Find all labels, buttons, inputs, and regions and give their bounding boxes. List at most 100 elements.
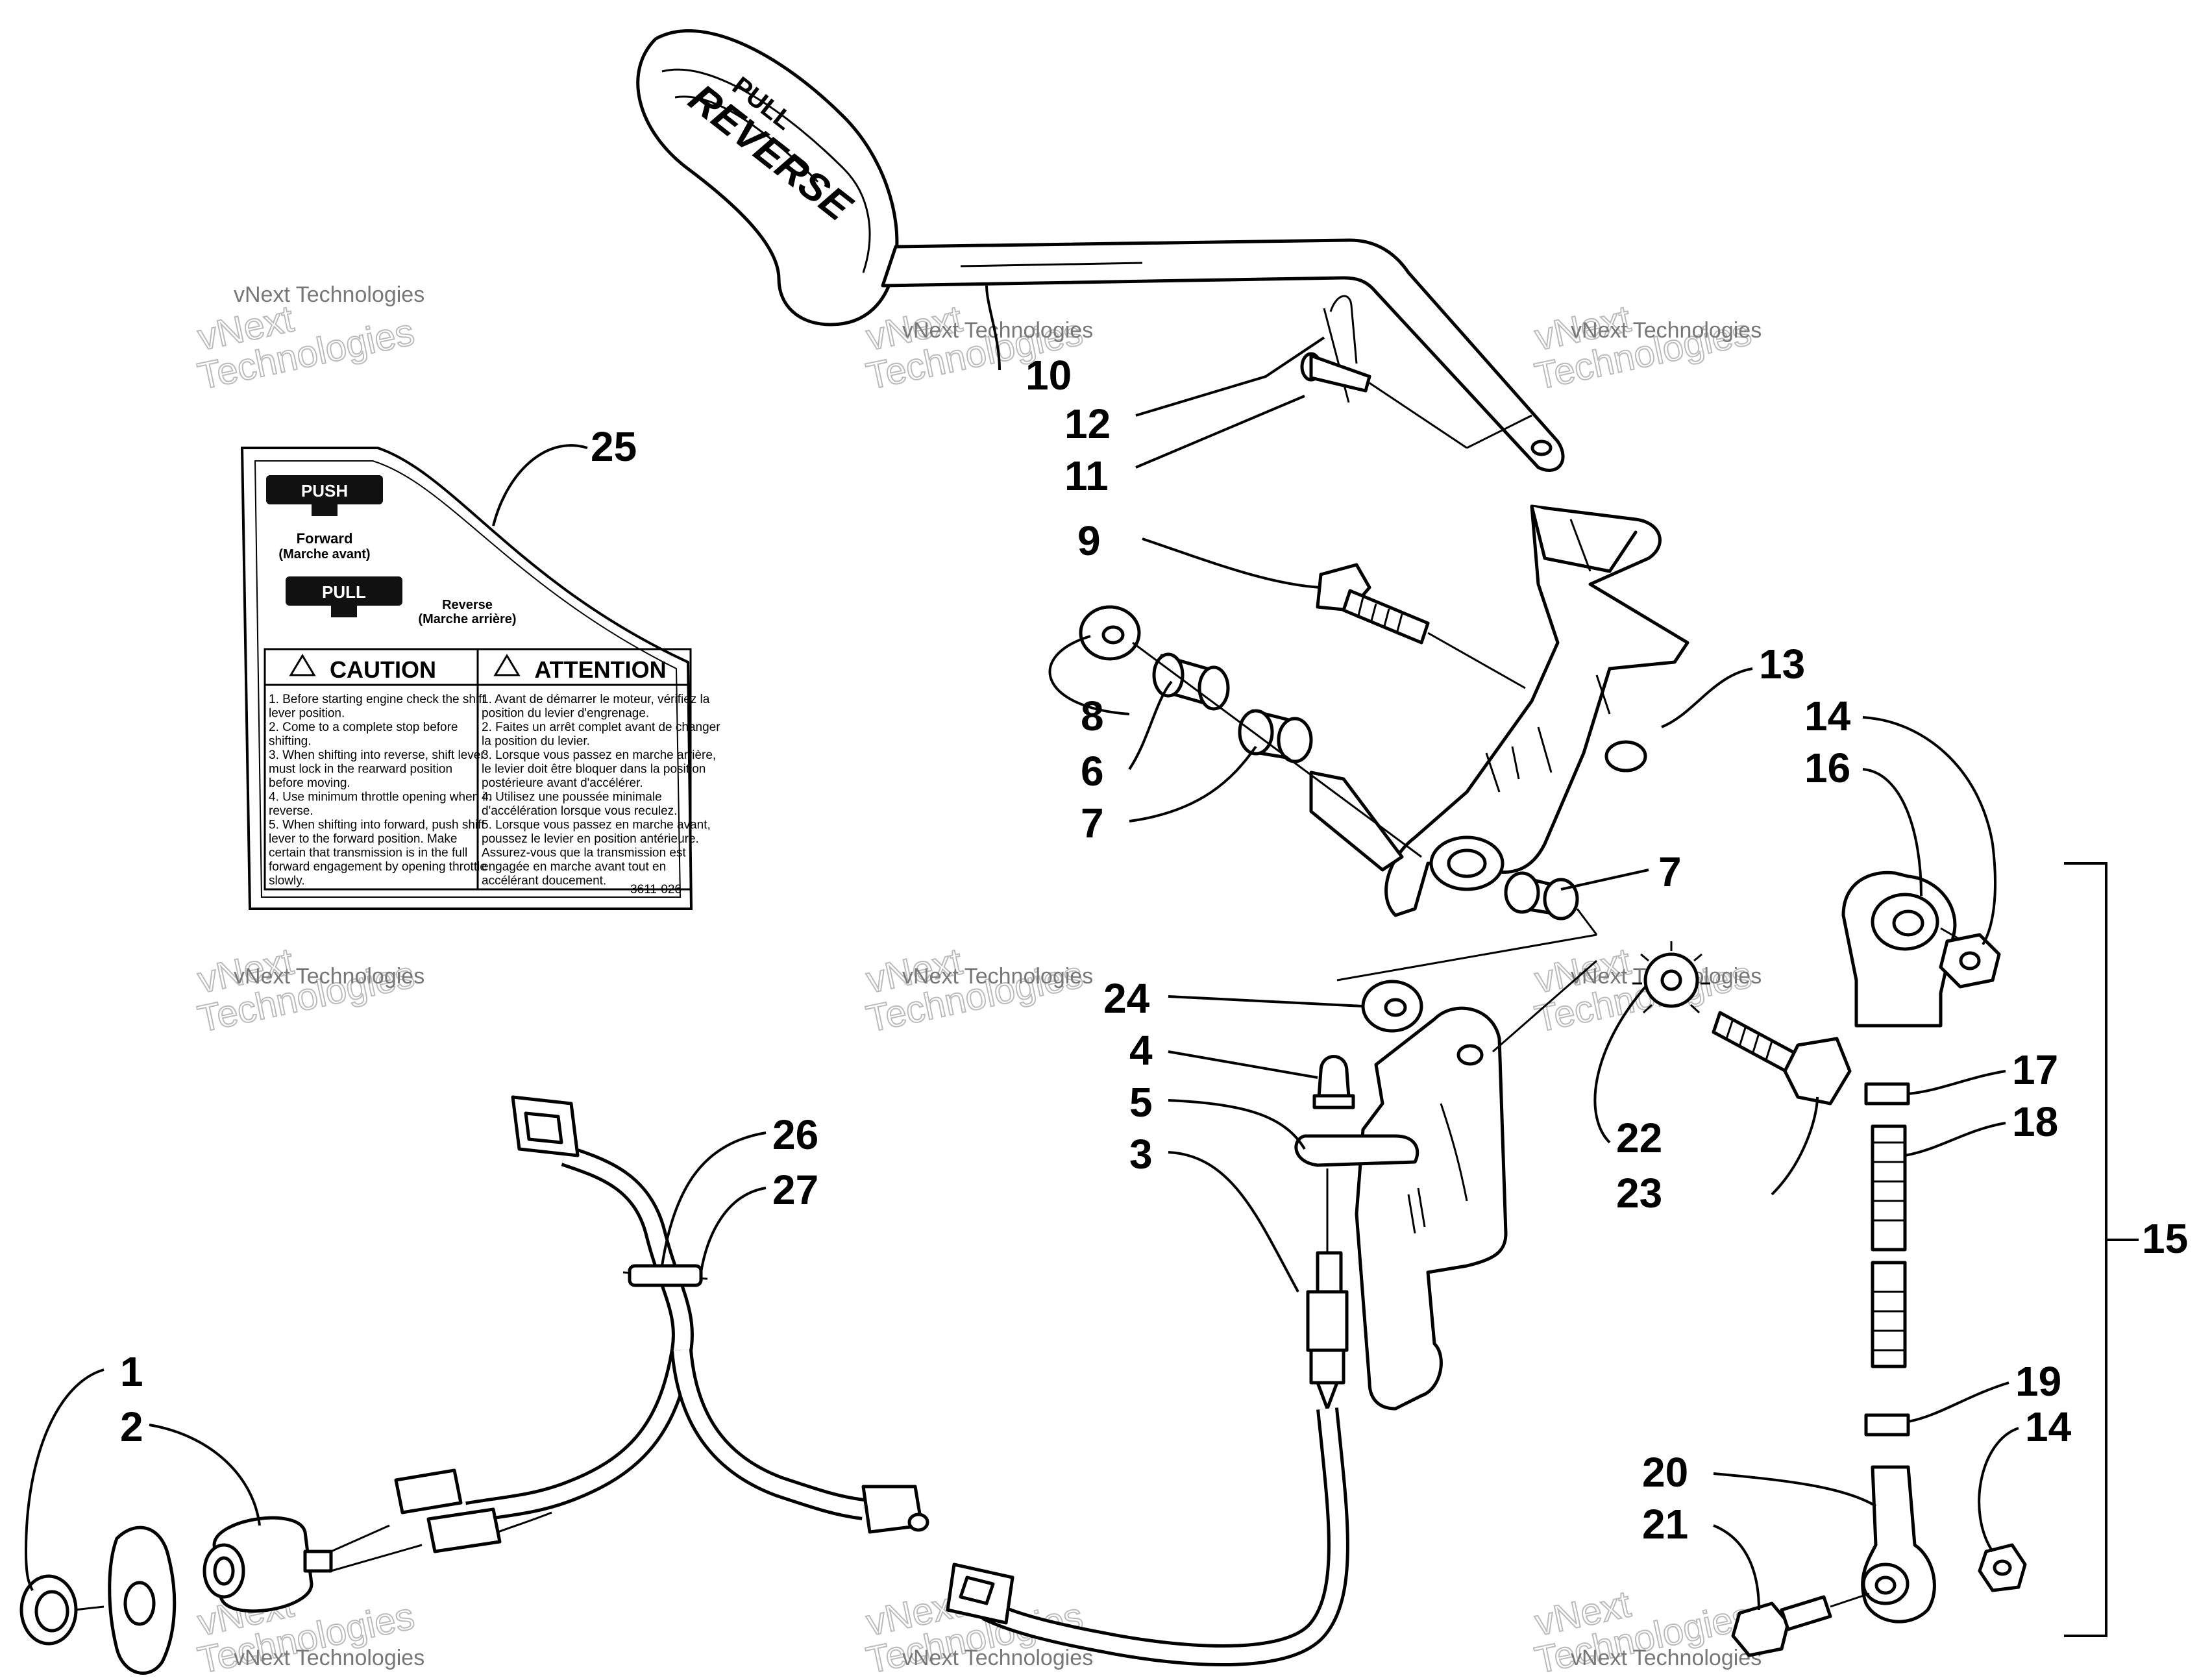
attention-title: ATTENTION — [534, 656, 666, 683]
callout-4: 4 — [1129, 1027, 1153, 1074]
decal-line: engagée en marche avant tout en — [482, 860, 666, 874]
decal-line: before moving. — [269, 776, 350, 790]
callout-11: 11 — [1064, 452, 1109, 499]
decal-line: la position du levier. — [482, 735, 590, 748]
shift-arm-bracket — [1309, 504, 1689, 917]
clevis-pin — [1300, 352, 1532, 449]
watermark-top-right: vNext Technologies vNext Technologies — [1530, 297, 1762, 398]
star-washer-22 — [1632, 941, 1710, 1014]
callout-12: 12 — [1064, 401, 1111, 447]
decal-line: le levier doit être bloquer dans la posi… — [482, 763, 706, 776]
washer-8 — [1079, 605, 1141, 661]
decal-line: 2. Faites un arrêt complet avant de chan… — [482, 721, 720, 734]
callout-16: 16 — [1804, 745, 1850, 791]
push-label: PUSH — [301, 481, 348, 500]
decal-line: 4. Use minimum throttle opening when in — [269, 791, 492, 804]
callout-23: 23 — [1616, 1170, 1662, 1217]
decal-line: lever to the forward position. Make — [269, 832, 457, 846]
decal-line: 1. Before starting engine check the shif… — [269, 693, 485, 706]
decal-line: 5. When shifting into forward, push shif… — [269, 819, 485, 832]
callout-2: 2 — [120, 1403, 143, 1450]
threaded-rod-18 — [1871, 1124, 1907, 1368]
decal-line: postérieure avant d'accélérer. — [482, 776, 643, 790]
svg-text:vNext Technologies: vNext Technologies — [1571, 1646, 1762, 1670]
callout-8: 8 — [1081, 693, 1104, 739]
reverse-label: Reverse — [442, 598, 493, 612]
callout-21: 21 — [1642, 1501, 1688, 1548]
wiring-harness — [394, 1095, 929, 1553]
decal-line: 3. Lorsque vous passez en marche arrière… — [482, 748, 716, 762]
bushing-6 — [1152, 652, 1230, 711]
decal-line: Assurez-vous que la transmission est — [482, 846, 686, 860]
decal-part-number: 3611-026 — [630, 883, 682, 896]
indicator-light-4 — [1312, 1055, 1355, 1109]
callout-17: 17 — [2012, 1046, 2058, 1093]
axle-line — [1132, 641, 1422, 858]
leader-lines — [24, 285, 2019, 1611]
switch-2 — [74, 1516, 423, 1613]
callout-13: 13 — [1759, 641, 1805, 687]
neutral-switch-3 — [1306, 1168, 1349, 1411]
bolt-9 — [1316, 563, 1526, 689]
callout-18: 18 — [2012, 1098, 2058, 1145]
watermark-mid-center: vNext Technologies vNext Technologies — [862, 939, 1093, 1041]
rod-end-20 — [1861, 1465, 1936, 1624]
spacer-7-lower — [1504, 871, 1579, 920]
svg-text:vNext Technologies: vNext Technologies — [902, 1646, 1093, 1670]
decal-line: 5. Lorsque vous passez en marche avant, — [482, 819, 711, 832]
callout-15: 15 — [2142, 1215, 2188, 1262]
push-button-graphic — [266, 475, 383, 504]
callout-26: 26 — [772, 1111, 818, 1158]
decal-line: lever position. — [269, 707, 345, 721]
lever-rod — [881, 238, 1565, 472]
attention-warning-icon — [493, 654, 521, 676]
callout-25: 25 — [591, 423, 637, 470]
reverse-fr-label: (Marche arrière) — [418, 612, 516, 626]
cable-tie-27 — [628, 1264, 703, 1287]
spacer-7-upper — [1238, 709, 1313, 763]
forward-label: Forward — [297, 530, 353, 547]
callout-27: 27 — [772, 1167, 818, 1213]
callout-10: 10 — [1026, 352, 1072, 399]
decal-line: 4. Utilisez une poussée minimale — [482, 791, 662, 804]
svg-text:vNext Technologies: vNext Technologies — [902, 318, 1093, 343]
callout-20: 20 — [1642, 1449, 1688, 1496]
callout-14-lower: 14 — [2025, 1403, 2072, 1450]
pull-button-graphic — [286, 576, 402, 606]
bracket-leader-line — [1492, 959, 1597, 1053]
bezel-nut-1 — [19, 1574, 78, 1646]
bolt-21 — [1731, 1592, 1870, 1657]
decal-line: shifting. — [269, 735, 311, 748]
decal-line: accélérant doucement. — [482, 874, 606, 888]
decal-line: 1. Avant de démarrer le moteur, vérifiez… — [482, 693, 710, 706]
switch-connector — [946, 1563, 1014, 1625]
nut-14-lower — [1978, 1543, 2027, 1592]
decal-line: poussez le levier en position antérieure… — [482, 832, 699, 846]
watermark-mid-left: vNext Technologies vNext Technologies — [193, 939, 424, 1041]
callout-19: 19 — [2015, 1358, 2061, 1405]
decal-line: position du levier d'engrenage. — [482, 707, 649, 721]
nut-14-upper — [1939, 933, 2001, 989]
harness-connector-left-1 — [394, 1468, 463, 1514]
callout-22: 22 — [1616, 1115, 1662, 1161]
callout-24: 24 — [1103, 975, 1150, 1022]
caution-title: CAUTION — [330, 656, 436, 683]
callout-5: 5 — [1129, 1079, 1153, 1126]
harness-connector-top — [511, 1095, 580, 1157]
decal-line: d'accélération lorsque vous reculez. — [482, 804, 677, 818]
callout-14-upper: 14 — [1804, 693, 1851, 739]
warning-decal: PUSH Forward (Marche avant) PULL Reverse… — [240, 447, 720, 910]
reverse-handle: PULL REVERSE — [636, 29, 899, 327]
harness-connector-right — [861, 1485, 929, 1534]
callout-7-lower: 7 — [1658, 848, 1682, 895]
forward-fr-label: (Marche avant) — [278, 547, 370, 562]
bolt-23 — [1712, 1011, 1852, 1106]
switch-cable — [981, 1407, 1349, 1666]
svg-text:vNext Technologies: vNext Technologies — [234, 964, 424, 989]
watermark-top-left: vNext Technologies vNext Technologies — [193, 282, 424, 399]
callout-9: 9 — [1077, 517, 1101, 564]
callout-7-upper: 7 — [1081, 800, 1104, 846]
callout-labels: 1 2 3 4 5 6 7 7 8 9 10 11 12 13 14 14 15… — [120, 352, 2188, 1548]
caution-warning-icon — [289, 654, 316, 676]
